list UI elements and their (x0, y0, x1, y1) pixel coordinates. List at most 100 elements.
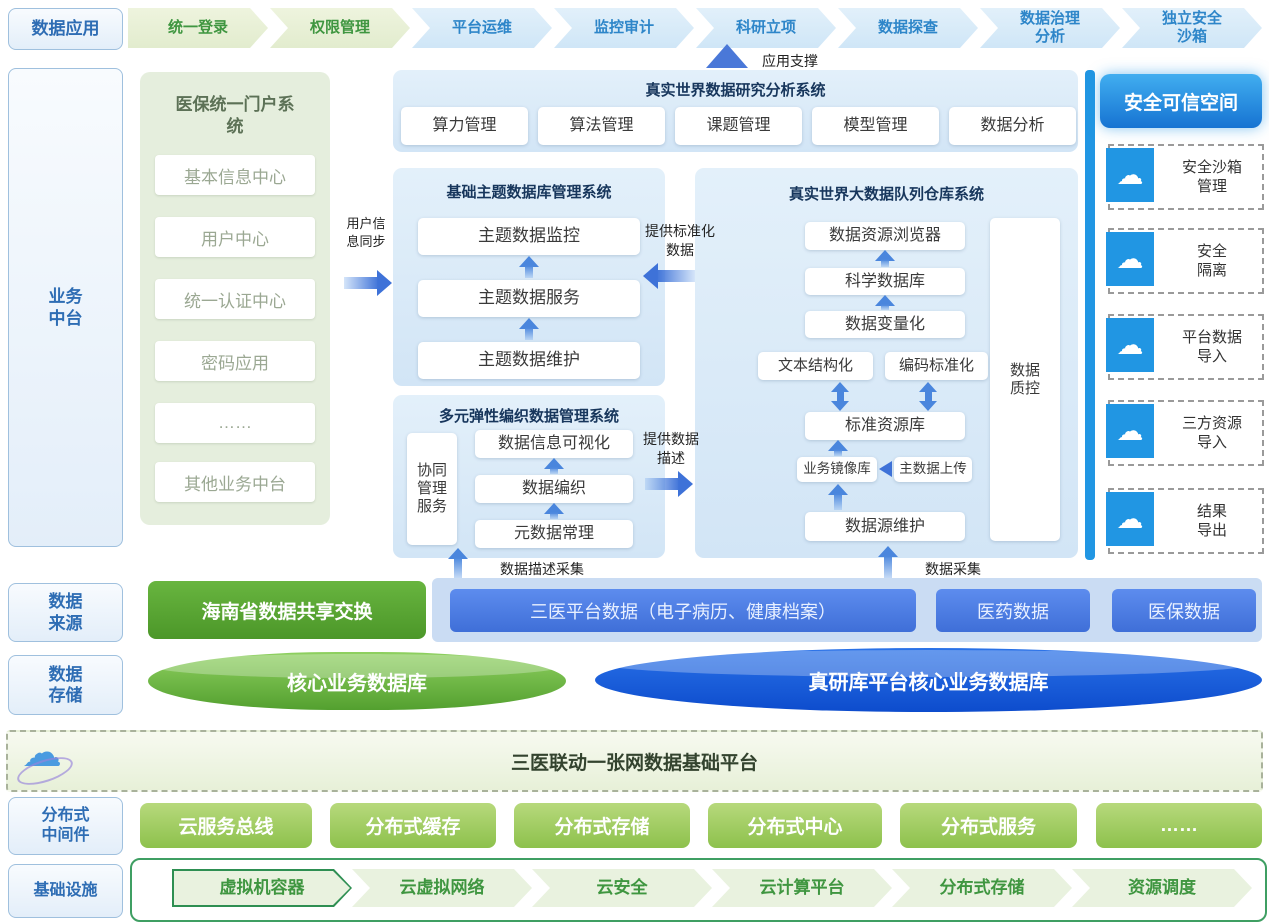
portal-title: 医保统一门户系统 (175, 95, 295, 137)
source-platform-data: 三医平台数据（电子病历、健康档案） (450, 589, 916, 632)
row-label-storage: 数据存储 (8, 655, 123, 715)
nav-chevron-ops: 平台运维 (412, 8, 552, 48)
warehouse-mirror: 业务镜像库 (797, 457, 877, 482)
row-label-text: 业务中台 (48, 287, 83, 328)
research-item-project: 课题管理 (675, 107, 802, 145)
cloud-network-icon: ☁ (14, 731, 76, 791)
secure-item-sandbox-mgmt: ☁ 安全沙箱管理 (1106, 144, 1264, 210)
up-arrow-icon (873, 295, 897, 310)
up-arrow-icon (877, 546, 899, 580)
warehouse-science-db: 科学数据库 (805, 268, 965, 295)
row-label-source: 数据来源 (8, 583, 123, 642)
chevron-label: 科研立项 (735, 19, 796, 36)
row-label-text: 基础设施 (33, 882, 98, 899)
warehouse-browser: 数据资源浏览器 (805, 222, 965, 250)
row-label-infra: 基础设施 (8, 864, 123, 918)
weave-item-visual: 数据信息可视化 (475, 430, 633, 458)
provide-standard-label: 提供标准化数据 (645, 223, 715, 258)
up-arrow-icon (517, 318, 541, 340)
secure-panel-bar (1085, 70, 1095, 560)
small-left-arrow-icon (879, 461, 892, 477)
up-arrow-icon (873, 250, 897, 267)
middleware-service: 分布式服务 (900, 803, 1077, 848)
cloud-icon: ☁ (1106, 404, 1154, 458)
up-arrow-icon (827, 440, 849, 456)
portal-item-user-center: 用户中心 (155, 217, 315, 257)
up-arrow-icon (543, 458, 565, 474)
secure-item-label: 安全沙箱管理 (1181, 158, 1242, 196)
secure-item-label: 三方资源导入 (1181, 414, 1242, 452)
research-title: 真实世界数据研究分析系统 (645, 82, 826, 99)
middleware-cloud-bus: 云服务总线 (140, 803, 312, 848)
nav-chevron-explore: 数据探查 (838, 8, 978, 48)
research-item-model: 模型管理 (812, 107, 939, 145)
support-label: 应用支撑 (762, 53, 818, 69)
portal-item-ellipsis: …… (155, 403, 315, 443)
research-item-compute: 算力管理 (401, 107, 528, 145)
infra-chevron-security: 云安全 (532, 869, 712, 907)
nav-chevron-governance: 数据治理分析 (980, 8, 1120, 48)
research-item-analysis: 数据分析 (949, 107, 1076, 145)
storage-core-db: 核心业务数据库 (148, 652, 566, 710)
weave-item-meta: 元数据常理 (475, 520, 633, 548)
nav-chevron-audit: 监控审计 (554, 8, 694, 48)
row-label-business: 业务中台 (8, 68, 123, 547)
source-medicine-data: 医药数据 (936, 589, 1090, 632)
chevron-label: 平台运维 (451, 19, 512, 36)
theme-item-service: 主题数据服务 (418, 280, 640, 317)
secure-item-label: 结果导出 (1196, 502, 1227, 540)
infra-chevron-dstorage: 分布式存储 (892, 869, 1072, 907)
double-arrow-icon (919, 382, 937, 411)
theme-db-title: 基础主题数据库管理系统 (446, 184, 612, 201)
warehouse-variable: 数据变量化 (805, 311, 965, 338)
up-arrow-icon (447, 548, 469, 580)
chevron-label: 云计算平台 (759, 877, 845, 897)
provide-desc-label: 提供数据描述 (643, 431, 699, 466)
chevron-label: 独立安全沙箱 (1161, 10, 1222, 45)
chevron-label: 监控审计 (593, 19, 654, 36)
warehouse-std-repo: 标准资源库 (805, 412, 965, 440)
chevron-label: 云虚拟网络 (399, 877, 485, 897)
right-arrow-icon (645, 470, 693, 498)
weave-side-service: 协同管理服务 (407, 433, 457, 545)
nav-chevron-login: 统一登录 (128, 8, 268, 48)
warehouse-maintain: 数据源维护 (805, 512, 965, 541)
secure-item-isolation: ☁ 安全隔离 (1106, 228, 1264, 294)
portal-item-basic-info: 基本信息中心 (155, 155, 315, 195)
right-arrow-icon (344, 268, 392, 298)
portal-item-auth-center: 统一认证中心 (155, 279, 315, 319)
platform-base-bar: 三医联动一张网数据基础平台 (6, 730, 1263, 792)
middleware-ellipsis: …… (1096, 803, 1262, 848)
user-sync-label: 用户信息同步 (346, 216, 386, 249)
middleware-center: 分布式中心 (708, 803, 882, 848)
up-arrow-icon (827, 484, 849, 510)
support-arrow-icon (706, 44, 748, 68)
warehouse-master-upload: 主数据上传 (894, 457, 972, 482)
row-label-text: 分布式中间件 (41, 807, 90, 844)
chevron-label: 分布式存储 (939, 877, 1025, 897)
secure-item-label: 安全隔离 (1196, 242, 1227, 280)
theme-item-monitor: 主题数据监控 (418, 218, 640, 255)
warehouse-quality: 数据质控 (990, 218, 1060, 541)
cloud-icon: ☁ (1106, 318, 1154, 372)
nav-chevron-permission: 权限管理 (270, 8, 410, 48)
research-item-algorithm: 算法管理 (538, 107, 665, 145)
portal-item-other: 其他业务中台 (155, 462, 315, 502)
infra-chevron-network: 云虚拟网络 (352, 869, 532, 907)
secure-panel-title: 安全可信空间 (1100, 74, 1262, 128)
storage-research-db: 真研库平台核心业务数据库 (595, 648, 1262, 712)
infra-chevron-compute: 云计算平台 (712, 869, 892, 907)
cloud-icon: ☁ (1106, 148, 1154, 202)
data-collect-label: 数据采集 (925, 561, 981, 577)
desc-collect-label: 数据描述采集 (500, 561, 584, 577)
row-label-data-application: 数据应用 (8, 8, 123, 50)
source-exchange: 海南省数据共享交换 (148, 581, 426, 639)
secure-item-label: 平台数据导入 (1181, 328, 1242, 366)
weave-item-weave: 数据编织 (475, 475, 633, 503)
up-arrow-icon (543, 503, 565, 519)
chevron-label: 统一登录 (167, 19, 228, 36)
chevron-label: 资源调度 (1128, 877, 1196, 897)
row-label-middleware: 分布式中间件 (8, 797, 123, 855)
chevron-label: 虚拟机容器 (219, 877, 305, 897)
